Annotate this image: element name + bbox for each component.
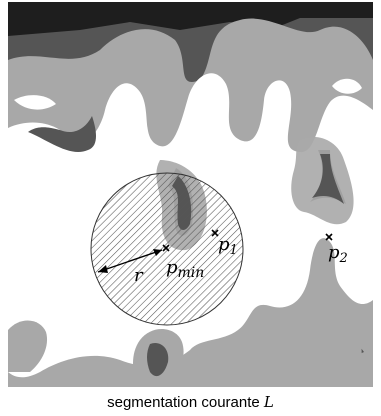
radius-arrow	[97, 249, 163, 273]
caption-text: segmentation courante	[107, 394, 264, 411]
label-pmin: pmin	[166, 257, 204, 281]
white-spot-top-left	[14, 95, 56, 110]
label-p2: p2	[328, 242, 348, 266]
figure-caption: segmentation courante L	[0, 393, 381, 411]
label-p1: p1	[218, 234, 238, 258]
sulcus-bottom-center	[147, 342, 169, 377]
white-spot-top-right	[332, 78, 362, 94]
very-dark-region	[8, 2, 373, 36]
caption-math: L	[263, 393, 274, 411]
p2-marker-icon	[325, 233, 333, 241]
sulcus-right-inner	[312, 154, 344, 204]
gray-bottom-left	[8, 320, 48, 372]
pmin-marker-icon	[162, 244, 170, 252]
sulcus-left	[28, 116, 96, 153]
p1-marker-icon	[211, 229, 219, 237]
label-r: r	[134, 265, 144, 286]
gray-bottom-right	[290, 310, 362, 387]
